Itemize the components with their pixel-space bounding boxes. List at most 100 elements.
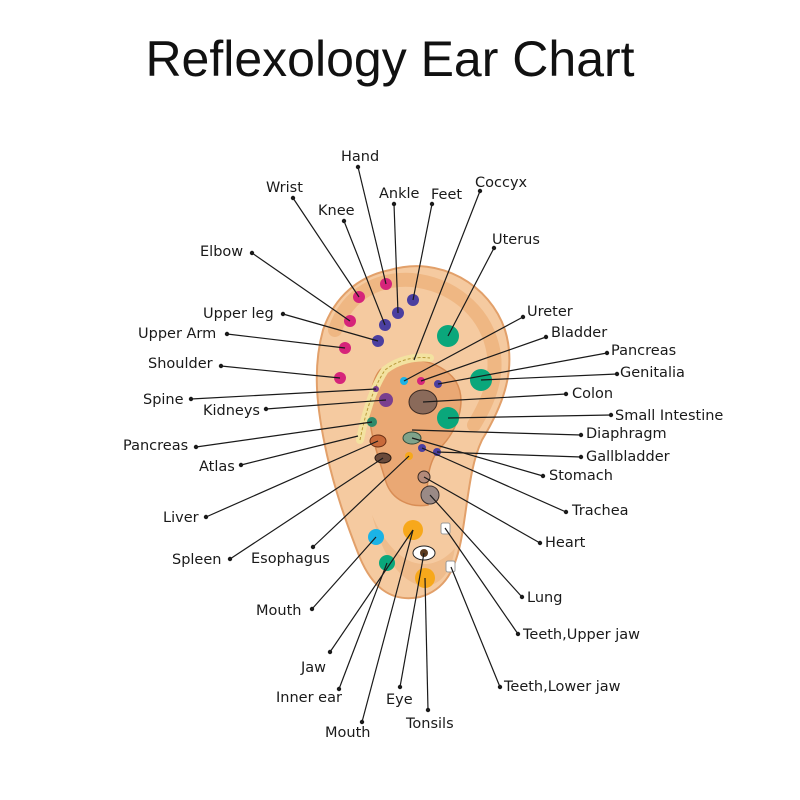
leader-inner-ear: [338, 562, 388, 690]
leader-shoulder: [220, 365, 341, 379]
tip-small-intestine: [608, 412, 614, 418]
tip-genitalia: [614, 371, 620, 377]
tip-gallbladder: [578, 454, 584, 460]
chart-title: Reflexology Ear Chart: [145, 31, 634, 87]
tip-mouth-lower: [359, 719, 365, 725]
leader-spleen: [229, 457, 384, 560]
labels: Hand Wrist Knee Ankle Feet Coccyx Uterus…: [123, 149, 723, 741]
leader-knee: [343, 220, 386, 326]
tip-elbow: [249, 250, 255, 256]
tooth-lower-icon: [445, 560, 456, 573]
label-feet: Feet: [431, 187, 462, 203]
leader-atlas: [240, 435, 359, 466]
leader-pancreas-right: [437, 352, 608, 385]
label-hand: Hand: [341, 149, 379, 165]
tip-bladder: [543, 334, 549, 340]
tip-coccyx: [477, 188, 483, 194]
label-upper-arm: Upper Arm: [138, 326, 216, 342]
leader-diaphragm: [411, 429, 582, 436]
leader-elbow: [251, 252, 351, 322]
tip-spleen: [227, 556, 233, 562]
leader-upper-leg: [282, 313, 379, 342]
leader-bladder: [420, 336, 547, 382]
tip-wrist: [290, 195, 296, 201]
label-esophagus: Esophagus: [251, 551, 330, 567]
leader-hand: [357, 166, 387, 285]
tip-ankle: [391, 201, 397, 207]
tip-knee: [341, 218, 347, 224]
label-lung: Lung: [527, 590, 562, 606]
leader-upper-arm: [226, 333, 346, 349]
tip-atlas: [238, 462, 244, 468]
tip-mouth-upper: [309, 606, 315, 612]
label-spine: Spine: [143, 392, 184, 408]
tip-colon: [563, 391, 569, 397]
label-coccyx: Coccyx: [475, 175, 528, 191]
label-pancreas-left: Pancreas: [123, 438, 188, 454]
tip-teeth-lower: [497, 684, 503, 690]
label-liver: Liver: [163, 510, 199, 526]
label-jaw: Jaw: [300, 660, 326, 676]
tip-pancreas-left: [193, 444, 199, 450]
tip-feet: [429, 201, 435, 207]
tip-upper-leg: [280, 311, 286, 317]
tip-heart: [537, 540, 543, 546]
tip-hand: [355, 164, 361, 170]
ear-illustration: [315, 265, 511, 600]
tip-uterus: [491, 245, 497, 251]
leader-stomach: [411, 437, 544, 477]
tip-tonsils: [425, 707, 431, 713]
label-gallbladder: Gallbladder: [586, 449, 670, 465]
leader-mouth-upper: [311, 536, 377, 610]
leader-esophagus: [312, 455, 410, 548]
tip-trachea: [563, 509, 569, 515]
label-small-intestine: Small Intestine: [615, 408, 723, 424]
label-stomach: Stomach: [549, 468, 613, 484]
label-teeth-upper-jaw: Teeth,Upper jaw: [522, 627, 640, 643]
leader-tips: [188, 164, 620, 725]
label-bladder: Bladder: [551, 325, 607, 341]
tip-kidneys: [263, 406, 269, 412]
leader-uterus: [447, 247, 495, 337]
label-atlas: Atlas: [199, 459, 235, 475]
leader-spine: [190, 388, 377, 400]
tip-lung: [519, 594, 525, 600]
ear-lobe: [372, 515, 455, 586]
leader-trachea: [421, 447, 567, 513]
ear-helix-rim: [328, 272, 502, 432]
leader-heart: [423, 476, 541, 544]
label-mouth-upper: Mouth: [256, 603, 301, 619]
label-knee: Knee: [318, 203, 355, 219]
label-colon: Colon: [572, 386, 613, 402]
leader-liver: [205, 440, 379, 518]
tip-upper-arm: [224, 331, 230, 337]
tip-shoulder: [218, 363, 224, 369]
leader-ureter: [403, 316, 524, 382]
label-diaphragm: Diaphragm: [586, 426, 667, 442]
leader-genitalia: [480, 373, 618, 381]
leader-lung: [429, 494, 523, 598]
leader-eye: [399, 552, 425, 688]
label-pancreas-right: Pancreas: [611, 343, 676, 359]
leader-teeth-lower: [450, 566, 501, 688]
tip-jaw: [327, 649, 333, 655]
tip-ureter: [520, 314, 526, 320]
tip-eye: [397, 684, 403, 690]
label-upper-leg: Upper leg: [203, 306, 274, 322]
tip-inner-ear: [336, 686, 342, 692]
label-trachea: Trachea: [571, 503, 629, 519]
leader-wrist: [292, 197, 360, 298]
leader-lines: [190, 166, 618, 723]
leader-pancreas-left: [195, 421, 373, 448]
leader-tonsils: [424, 577, 429, 711]
ear-antihelix-spine-outline: [359, 357, 431, 441]
label-wrist: Wrist: [266, 180, 303, 196]
leader-feet: [412, 203, 433, 301]
label-genitalia: Genitalia: [620, 365, 685, 381]
label-mouth-lower: Mouth: [325, 725, 370, 741]
label-ureter: Ureter: [527, 304, 573, 320]
leader-colon: [422, 393, 567, 403]
tip-diaphragm: [578, 432, 584, 438]
label-heart: Heart: [545, 535, 586, 551]
label-ankle: Ankle: [379, 186, 420, 202]
